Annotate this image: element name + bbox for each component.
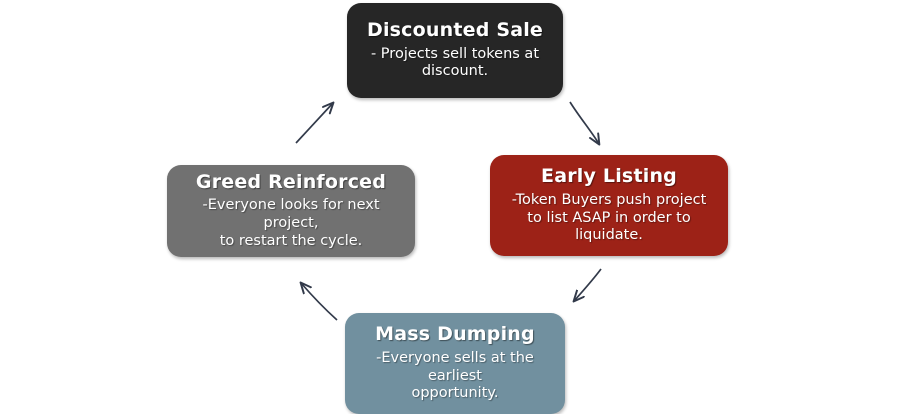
node-discounted-sale-title: Discounted Sale [366, 18, 544, 41]
arrow-early-listing-to-mass-dumping [574, 268, 602, 301]
node-early-listing-description: -Token Buyers push project to list ASAP … [511, 191, 707, 244]
arrow-mass-dumping-to-greed-reinforced [301, 283, 338, 321]
node-discounted-sale[interactable]: Discounted Sale - Projects sell tokens a… [347, 3, 563, 98]
arrow-greed-reinforced-to-discounted-sale [295, 103, 333, 144]
node-mass-dumping[interactable]: Mass Dumping -Everyone sells at the earl… [345, 313, 565, 414]
arrow-discounted-sale-to-early-listing [569, 101, 599, 144]
node-mass-dumping-title: Mass Dumping [375, 323, 535, 346]
node-greed-reinforced-description: -Everyone looks for next project, to res… [202, 197, 380, 249]
node-greed-reinforced-title: Greed Reinforced [195, 170, 387, 193]
node-early-listing-title: Early Listing [541, 165, 677, 188]
node-greed-reinforced[interactable]: Greed Reinforced -Everyone looks for nex… [167, 165, 415, 257]
node-discounted-sale-description: - Projects sell tokens at discount. [370, 45, 540, 80]
node-mass-dumping-description: -Everyone sells at the earliest opportun… [376, 349, 534, 402]
node-early-listing[interactable]: Early Listing -Token Buyers push project… [490, 155, 728, 256]
